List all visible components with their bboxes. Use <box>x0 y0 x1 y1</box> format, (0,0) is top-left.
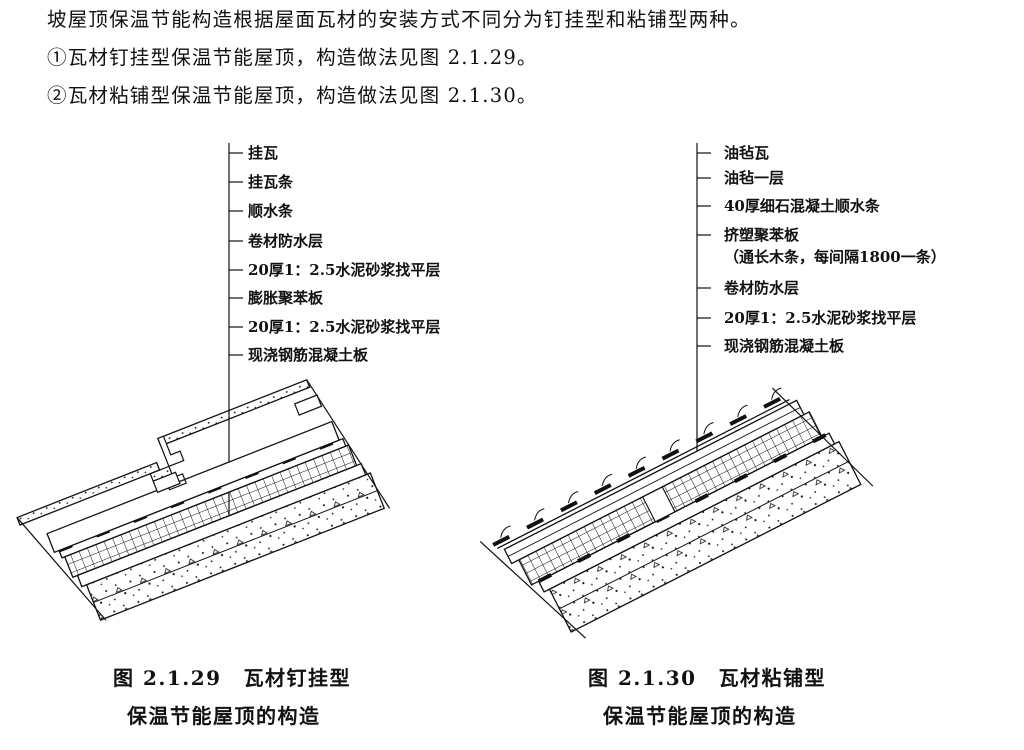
label-rc-slab-2: 现浇钢筋混凝土板 <box>724 337 845 355</box>
label-waterproof-membrane: 卷材防水层 <box>248 232 324 250</box>
label-counter-batten: 顺水条 <box>248 202 294 220</box>
figure-2-1-30-drawing <box>479 143 874 639</box>
label-screed-2: 20厚1：2.5水泥砂浆找平层 <box>724 309 917 327</box>
figure-2-1-30-caption-line2: 保温节能屋顶的构造 <box>603 704 797 728</box>
label-screed-top: 20厚1：2.5水泥砂浆找平层 <box>248 261 441 279</box>
label-xps-note: （通长木条，每间隔1800一条） <box>724 248 946 266</box>
figure-2-1-29-caption-line1: 图 2.1.29 瓦材钉挂型 <box>113 662 351 691</box>
label-felt-layer: 油毡一层 <box>724 169 785 187</box>
label-rc-slab: 现浇钢筋混凝土板 <box>248 346 369 364</box>
label-eps-board: 膨胀聚苯板 <box>248 289 324 307</box>
label-concrete-batten: 40厚细石混凝土顺水条 <box>724 197 880 215</box>
intro-paragraph: 坡屋顶保温节能构造根据屋面瓦材的安装方式不同分为钉挂型和粘铺型两种。 <box>47 8 751 31</box>
label-tile-batten: 挂瓦条 <box>248 173 294 191</box>
label-screed-bottom: 20厚1：2.5水泥砂浆找平层 <box>248 318 441 336</box>
figure-title: 瓦材粘铺型 <box>718 666 827 690</box>
item-2-paragraph: ②瓦材粘铺型保温节能屋顶，构造做法见图 2.1.30。 <box>47 84 538 107</box>
label-xps-board: 挤塑聚苯板 <box>724 226 800 244</box>
figure-2-1-30-caption-line1: 图 2.1.30 瓦材粘铺型 <box>588 662 826 691</box>
label-waterproof-membrane-2: 卷材防水层 <box>724 279 800 297</box>
figure-number: 图 2.1.30 <box>588 666 697 690</box>
label-asphalt-shingle: 油毡瓦 <box>724 144 770 162</box>
item-1-paragraph: ①瓦材钉挂型保温节能屋顶，构造做法见图 2.1.29。 <box>47 46 538 69</box>
label-hanging-tile: 挂瓦 <box>248 144 279 162</box>
figure-number: 图 2.1.29 <box>113 666 222 690</box>
figure-2-1-29-caption-line2: 保温节能屋顶的构造 <box>127 704 321 728</box>
figure-2-1-29-drawing <box>16 143 391 621</box>
figure-title: 瓦材钉挂型 <box>243 666 352 690</box>
